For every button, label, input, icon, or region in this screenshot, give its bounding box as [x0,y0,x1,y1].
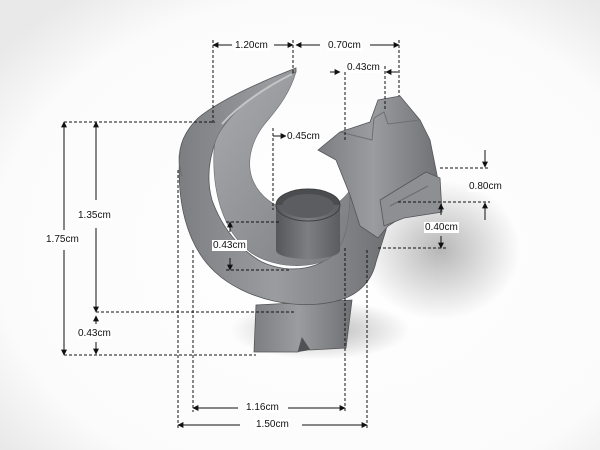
dim-label-top-right-width: 0.70cm [327,40,362,51]
dim-label-inner-tube-height: 0.43cm [212,240,247,251]
dim-label-lower-height: 0.43cm [77,328,112,339]
dim-label-clip-offset: 0.40cm [424,222,459,233]
dim-label-clip-height: 0.80cm [468,181,503,192]
dim-label-overall-width: 1.50cm [255,419,290,430]
dim-label-upper-height: 1.35cm [77,210,112,221]
dim-label-overall-height: 1.75cm [45,234,80,245]
dim-label-inner-width: 1.16cm [245,402,280,413]
dim-label-top-left-width: 1.20cm [234,40,269,51]
dimension-lines [61,40,490,430]
dim-label-slot-width: 0.43cm [346,62,381,73]
dim-label-wall-thickness: 0.45cm [286,131,321,142]
